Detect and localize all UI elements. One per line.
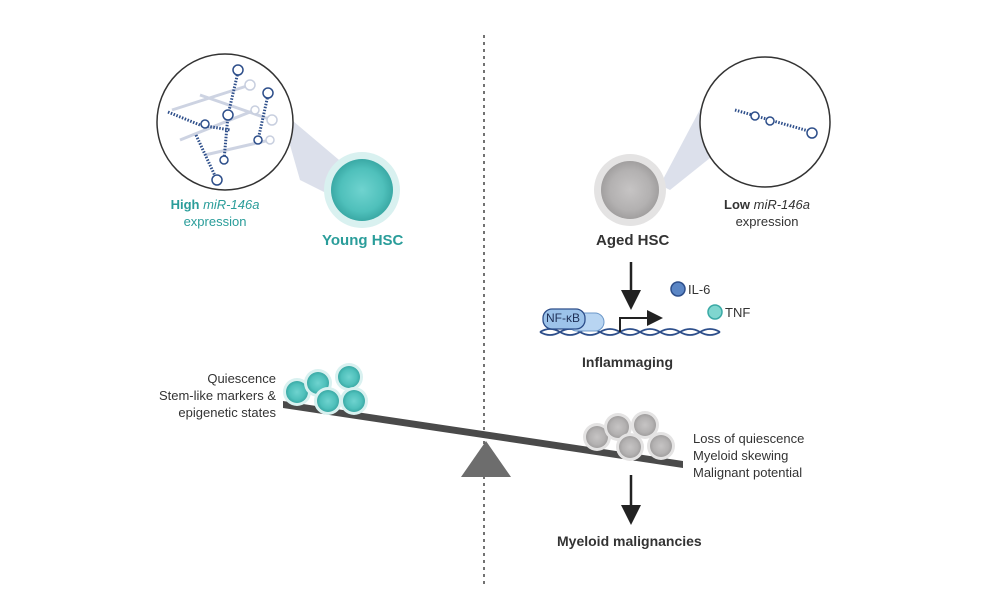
aged-expression-word: expression (735, 214, 799, 229)
young-expression-level: High (170, 197, 200, 212)
aged-trait-item: Loss of quiescence (693, 431, 805, 446)
young-hsc-label: Young HSC (322, 232, 404, 249)
young-cell-cluster (283, 363, 368, 415)
il6-label: IL-6 (688, 282, 711, 297)
young-trait-item: epigenetic states (178, 405, 276, 420)
young-mirna-zoom-circle (156, 53, 294, 191)
young-trait-item: Stem-like markers & (158, 388, 276, 403)
young-hsc-cell (324, 152, 400, 228)
young-mirna-name: miR-146a (203, 197, 260, 212)
seesaw-fulcrum (461, 441, 511, 477)
aged-expression-label: Low miR-146a expression (712, 196, 822, 230)
tnf-label: TNF (725, 305, 751, 320)
nfkb-protein (542, 308, 586, 330)
transcription-start-arrow (619, 310, 663, 332)
myeloid-malignancies-label: Myeloid malignancies (557, 533, 702, 549)
aged-hsc-cell (594, 154, 666, 226)
nfkb-label: NF-κB (546, 311, 580, 325)
young-traits: Quiescence Stem-like markers & epigeneti… (150, 370, 276, 421)
aged-hsc-label: Aged HSC (596, 232, 670, 249)
young-trait-item: Quiescence (207, 371, 276, 386)
aged-cell-cluster (583, 411, 675, 461)
dna-helix (539, 328, 721, 336)
young-expression-word: expression (183, 214, 247, 229)
inflammaging-label: Inflammaging (582, 354, 674, 370)
il6-molecule (670, 281, 686, 297)
aged-trait-item: Myeloid skewing (693, 448, 789, 463)
tnf-molecule (707, 304, 723, 320)
aged-mirna-zoom-circle (699, 56, 831, 188)
aged-traits: Loss of quiescence Myeloid skewing Malig… (693, 430, 804, 481)
young-expression-label: High miR-146a expression (160, 196, 270, 230)
seesaw-beam (283, 401, 683, 468)
aged-trait-item: Malignant potential (693, 465, 803, 480)
aged-mirna-name: miR-146a (753, 197, 810, 212)
aged-expression-level: Low (724, 197, 750, 212)
